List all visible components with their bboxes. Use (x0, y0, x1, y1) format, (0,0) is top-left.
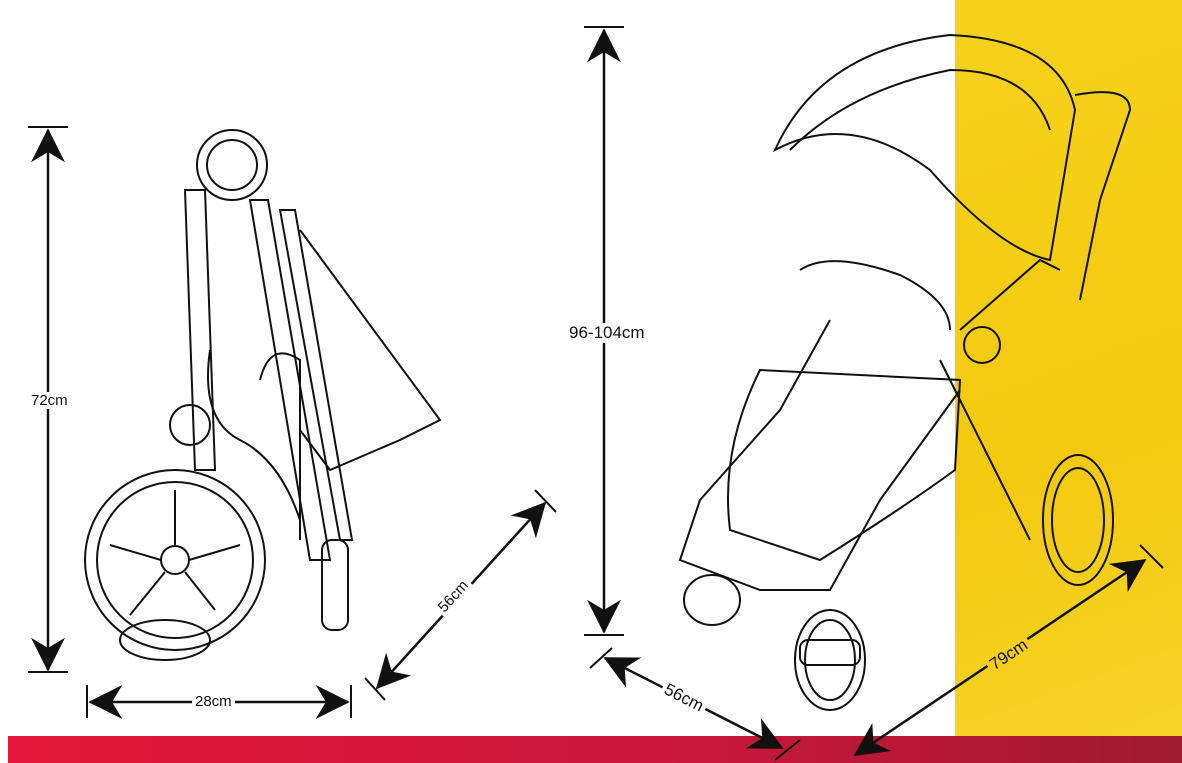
open-height-label: 96-104cm (566, 323, 648, 343)
folded-stroller-illustration (84, 129, 442, 661)
folded-height-label: 72cm (28, 392, 71, 409)
folded-width-label: 28cm (192, 693, 235, 710)
open-stroller-illustration (678, 33, 1132, 711)
